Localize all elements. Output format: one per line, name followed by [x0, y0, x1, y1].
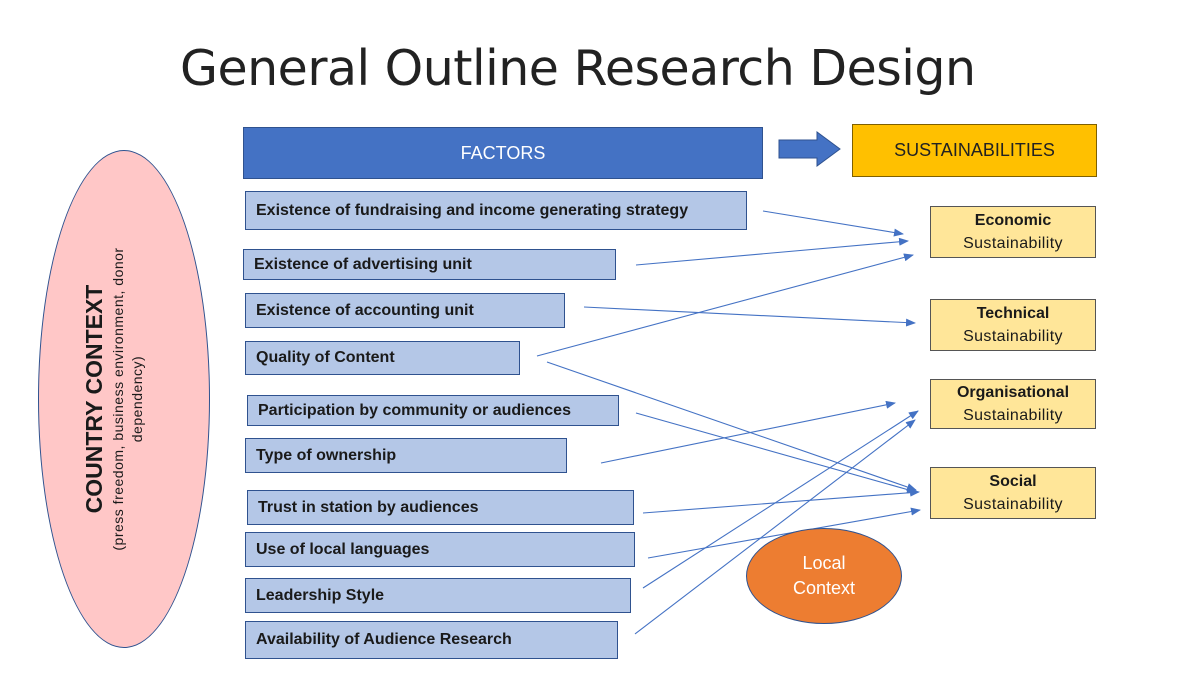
page-title: General Outline Research Design: [180, 40, 976, 97]
factor-box: Leadership Style: [245, 578, 631, 613]
local-context-ellipse: Local Context: [746, 528, 902, 624]
sustainability-box: Social Sustainability: [930, 467, 1096, 519]
sustainability-label: Sustainability: [963, 235, 1063, 252]
arrow-content-social: [546, 361, 917, 491]
factors-header: FACTORS: [243, 127, 763, 179]
arrow-advertising-economic: [635, 237, 909, 266]
sustainabilities-header: SUSTAINABILITIES: [852, 124, 1097, 177]
factor-box: Trust in station by audiences: [247, 490, 634, 525]
arrow-content-economic: [536, 253, 914, 357]
sustainability-label: Sustainability: [963, 328, 1063, 345]
arrow-accounting-technical: [583, 306, 916, 327]
local-context-label: Local: [802, 553, 846, 573]
arrow-ownership-organisational: [600, 400, 896, 464]
flow-arrow: [778, 131, 841, 167]
factor-box: Type of ownership: [245, 438, 567, 473]
arrow-fundraising-economic: [762, 210, 904, 237]
factor-box: Participation by community or audiences: [247, 395, 619, 426]
sustainability-box: Technical Sustainability: [930, 299, 1096, 351]
arrow-trust-social: [642, 488, 920, 514]
sustainability-label: Sustainability: [963, 407, 1063, 424]
local-context-label: Context: [792, 578, 856, 598]
arrow-research-organisational: [634, 419, 916, 635]
sustainability-name: Economic: [974, 212, 1052, 229]
factor-box: Quality of Content: [245, 341, 520, 375]
factor-box: Availability of Audience Research: [245, 621, 618, 659]
sustainability-box: Organisational Sustainability: [930, 379, 1096, 429]
factor-box: Existence of accounting unit: [245, 293, 565, 328]
sustainability-label: Sustainability: [963, 496, 1063, 513]
arrow-leadership-organisational: [642, 410, 919, 589]
sustainability-name: Organisational: [956, 384, 1070, 401]
factor-box: Existence of advertising unit: [243, 249, 616, 280]
sustainability-name: Technical: [976, 305, 1050, 322]
sustainability-name: Social: [989, 473, 1037, 490]
country-context-ellipse: [38, 150, 210, 648]
arrow-participation-social: [635, 412, 917, 494]
sustainability-box: Economic Sustainability: [930, 206, 1096, 258]
factor-box: Existence of fundraising and income gene…: [245, 191, 747, 230]
factor-box: Use of local languages: [245, 532, 635, 567]
